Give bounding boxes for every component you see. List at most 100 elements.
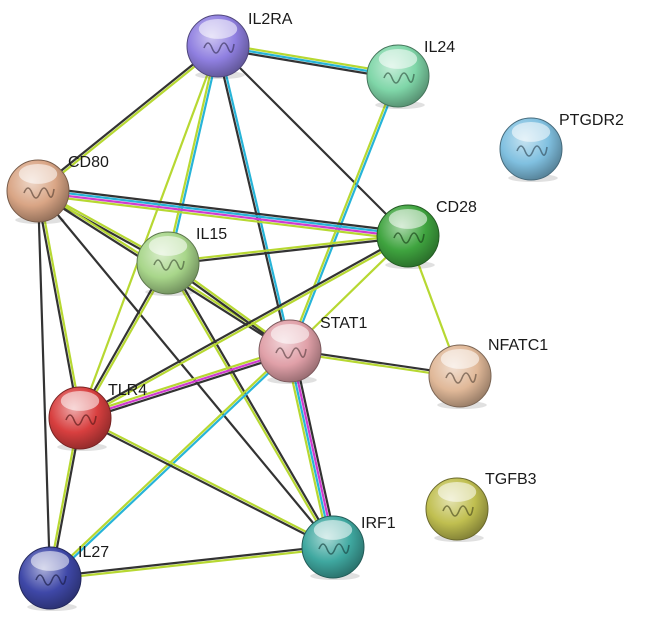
edge-line-black [36, 44, 218, 191]
edge-cd80-irf1 [37, 190, 334, 548]
protein-structure-icon [23, 187, 55, 199]
edge-line-cyan [287, 351, 333, 548]
edge-line-yellow [80, 415, 335, 547]
protein-structure-icon [35, 574, 67, 586]
edge-stat1-tlr4 [78, 347, 292, 422]
node-highlight [440, 349, 480, 369]
protein-structure-icon [318, 543, 350, 555]
edges-layer [35, 42, 462, 581]
node-label-irf1: IRF1 [361, 515, 396, 532]
protein-structure-icon [516, 145, 548, 157]
node-irf1[interactable]: IRF1 [301, 515, 396, 580]
node-label-il15: IL15 [196, 226, 227, 243]
node-nfatc1[interactable]: NFATC1 [428, 337, 548, 409]
protein-structure-icon [442, 505, 474, 517]
protein-structure-icon [203, 42, 235, 54]
node-label-tgfb3: TGFB3 [485, 471, 537, 488]
edge-line-black [49, 544, 333, 578]
edge-line-black [78, 418, 333, 550]
node-highlight [511, 122, 551, 142]
protein-structure-icon [393, 232, 425, 244]
edge-il2ra-cd28 [217, 45, 409, 237]
protein-structure-icon [445, 372, 477, 384]
node-highlight [313, 520, 353, 540]
node-cd28[interactable]: CD28 [376, 199, 477, 269]
node-highlight [30, 551, 70, 571]
node-il27[interactable]: IL27 [18, 544, 109, 611]
node-label-cd28: CD28 [436, 199, 477, 216]
edge-line-black [38, 186, 409, 234]
edge-tlr4-irf1 [78, 415, 335, 550]
edge-line-yellow [167, 233, 408, 263]
edge-line-black [217, 45, 409, 237]
protein-structure-icon [65, 414, 97, 426]
node-il15[interactable]: IL15 [136, 226, 227, 296]
edge-line-cyan [168, 46, 221, 264]
edge-line-yellow [50, 547, 334, 581]
edge-il2ra-stat1 [215, 45, 293, 352]
node-tgfb3[interactable]: TGFB3 [425, 471, 537, 542]
edge-line-black [78, 233, 408, 418]
edge-line-yellow [78, 45, 220, 419]
edge-line-black [36, 190, 52, 579]
edge-cd28-tlr4 [78, 233, 410, 421]
edge-il2ra-il15 [165, 45, 221, 264]
protein-structure-icon [383, 72, 415, 84]
protein-structure-icon [153, 259, 185, 271]
node-cd80[interactable]: CD80 [6, 154, 109, 224]
edge-line-black [37, 190, 334, 548]
protein-structure-icon [275, 347, 307, 359]
node-highlight [148, 236, 188, 256]
edge-line-magenta [37, 191, 408, 239]
edge-line-black [292, 349, 338, 547]
edge-line-magenta [290, 350, 336, 547]
node-label-nfatc1: NFATC1 [488, 337, 548, 354]
edge-line-yellow [165, 263, 333, 549]
node-highlight [437, 482, 477, 502]
edge-line-yellow [38, 46, 220, 193]
edge-cd80-il27 [36, 190, 52, 579]
edge-il2ra-cd80 [36, 44, 220, 193]
node-il24[interactable]: IL24 [366, 39, 455, 109]
edge-line-cyan [218, 45, 293, 351]
edge-line-yellow [78, 347, 290, 417]
node-highlight [378, 49, 418, 69]
edge-line-yellow [38, 190, 83, 418]
edge-line-black [215, 46, 290, 352]
edge-line-cyan [290, 76, 401, 352]
edge-line-cyan [38, 188, 409, 236]
node-stat1[interactable]: STAT1 [258, 315, 368, 384]
node-highlight [60, 391, 100, 411]
edge-line-yellow [287, 75, 398, 351]
edge-line-yellow [165, 45, 218, 263]
node-ptgdr2[interactable]: PTGDR2 [499, 112, 624, 182]
node-highlight [388, 209, 428, 229]
node-label-tlr4: TLR4 [108, 382, 147, 399]
edge-il24-stat1 [287, 75, 401, 352]
node-il2ra[interactable]: IL2RA [186, 11, 293, 79]
edge-line-black [168, 236, 409, 266]
edge-cd80-cd28 [37, 186, 409, 241]
edge-line-yellow [48, 349, 290, 578]
node-label-il27: IL27 [78, 544, 109, 561]
edge-il2ra-tlr4 [78, 45, 220, 419]
edge-cd80-tlr4 [35, 190, 83, 419]
edge-line-magenta [79, 349, 291, 420]
edge-line-yellow [80, 236, 410, 421]
edge-line-black [80, 352, 292, 422]
node-tlr4[interactable]: TLR4 [48, 382, 147, 451]
node-label-cd80: CD80 [68, 154, 109, 171]
node-label-stat1: STAT1 [320, 315, 368, 332]
edge-line-black [168, 261, 336, 547]
edge-irf1-il27 [49, 544, 334, 581]
node-highlight [198, 19, 238, 39]
node-highlight [270, 324, 310, 344]
node-label-il24: IL24 [424, 39, 455, 56]
edge-il15-cd28 [167, 233, 409, 266]
node-label-ptgdr2: PTGDR2 [559, 112, 624, 129]
edge-line-yellow [285, 351, 331, 549]
edge-stat1-irf1 [285, 349, 338, 549]
edge-line-yellow [37, 193, 408, 241]
